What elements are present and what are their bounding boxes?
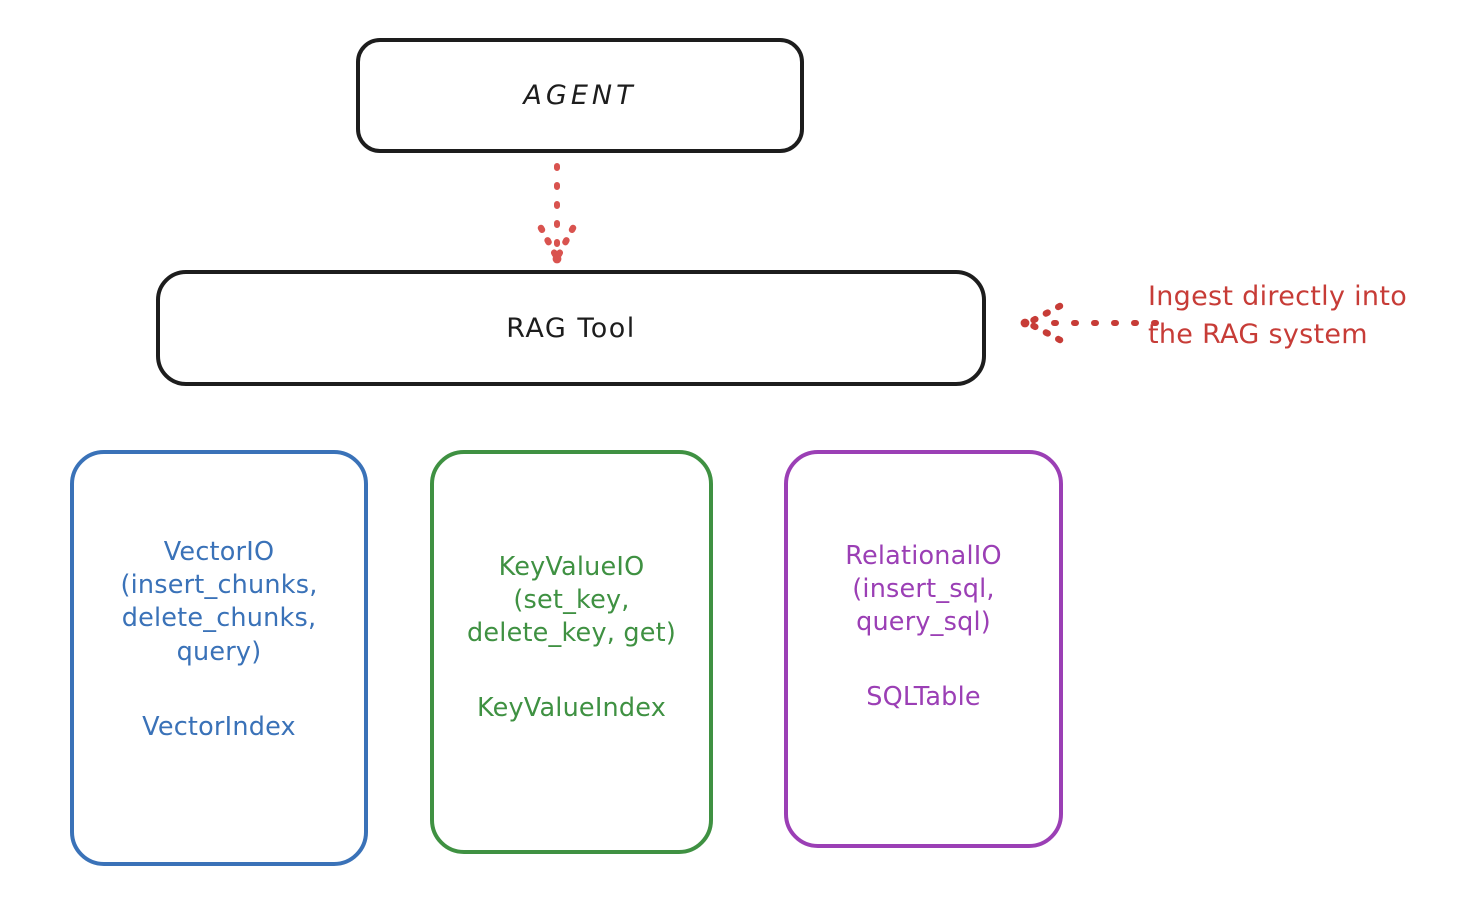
node-relational-io-api-label: RelationalIO (insert_sql, query_sql): [845, 540, 1002, 637]
node-agent-label: AGENT: [523, 80, 637, 111]
ingest-annotation-text: Ingest directly into the RAG system: [1148, 281, 1408, 351]
node-relational-io[interactable]: RelationalIO (insert_sql, query_sql) SQL…: [784, 450, 1063, 848]
node-vector-io[interactable]: VectorIO (insert_chunks, delete_chunks, …: [70, 450, 368, 866]
node-keyvalue-io[interactable]: KeyValueIO (set_key, delete_key, get) Ke…: [430, 450, 713, 854]
node-rag-tool[interactable]: RAG Tool: [156, 270, 986, 386]
node-vector-io-type-label: VectorIndex: [142, 711, 296, 742]
dotted-arrow-left-icon: [1020, 302, 1159, 344]
dotted-arrow-down-icon: [537, 163, 577, 264]
node-keyvalue-io-api-label: KeyValueIO (set_key, delete_key, get): [467, 551, 676, 648]
node-relational-io-type-label: SQLTable: [866, 682, 981, 713]
node-agent[interactable]: AGENT: [356, 38, 804, 153]
node-keyvalue-io-type-label: KeyValueIndex: [476, 693, 667, 724]
node-vector-io-api-label: VectorIO (insert_chunks, delete_chunks, …: [120, 537, 318, 667]
node-rag-tool-label: RAG Tool: [506, 312, 636, 344]
